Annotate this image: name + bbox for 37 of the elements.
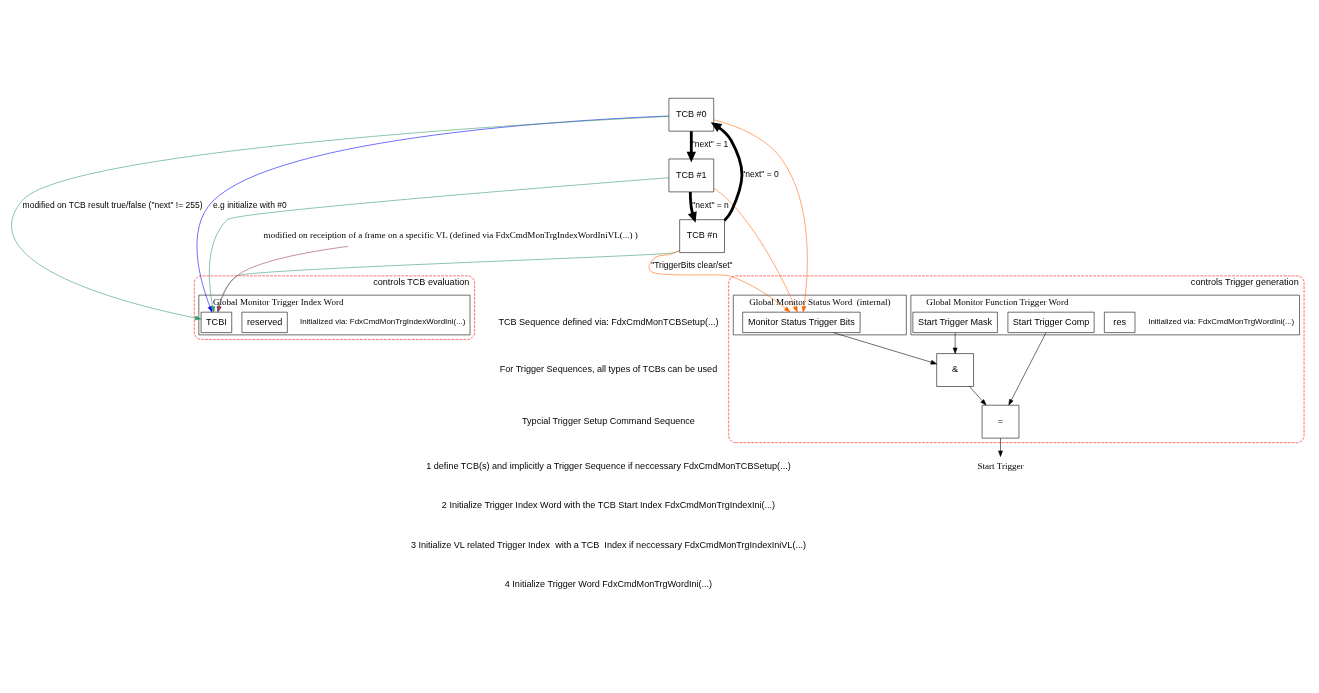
label: For Trigger Sequences, all types of TCBs can be used [499,364,717,375]
arrow [648,249,790,313]
arrow [687,191,697,223]
edge-label: "next" = n [691,199,729,210]
edge-label: modified on TCB result true/false ("next" != 255) [22,199,203,210]
node-box: Start Trigger Comp [1007,311,1094,333]
node-box: TCB #n [678,219,725,253]
edge-label: "next" = 0 [741,169,779,180]
label: 4 Initialize Trigger Word FdxCmdMonTrgWordIni(...) [504,578,712,589]
label: TCB Sequence defined via: FdxCmdMonTCBSetup(...) [497,316,719,327]
node-text: modified on receiption of a frame on a specific VL (defined via FdxCmdMonTrgIndexWordIniVL(...) ) [263,230,638,241]
arrow [710,122,743,222]
arrow [713,119,808,313]
label: 1 define TCB(s) and implicitly a Trigger Sequence if neccessary FdxCmdMonTCBSetup(...) [425,461,791,472]
arrow [686,131,696,163]
node-box: TCB #0 [668,98,714,132]
node-box: TCBI [200,311,232,333]
node-box: Monitor Status Trigger Bits [741,311,860,333]
arrow [1008,332,1046,406]
arrow [997,437,1003,457]
node-box: reserved [241,311,288,333]
arrow [713,188,798,313]
arrow [832,332,937,365]
edge-label: "TriggerBits clear/set" [650,260,733,271]
node-box: res [1103,311,1135,333]
arrow [952,332,957,354]
arrow [968,386,986,406]
label: 2 Initialize Trigger Index Word with the TCB Start Index FdxCmdMonTrgIndexIni(...) [441,500,775,511]
label: 3 Initialize VL related Trigger Index with a TCB Index if neccessary FdxCmdMonTrgIndexIniVL(...) [410,539,806,550]
node-box: = [981,404,1019,439]
node-box: Start Trigger Mask [912,311,998,333]
node-box: & [935,353,974,387]
label: Typcial Trigger Setup Command Sequence [521,415,695,426]
arrow [11,116,669,321]
node-box: TCB #1 [668,158,714,193]
node-text: Start Trigger [976,461,1024,472]
edge-label: e.g initialize with #0 [212,199,287,210]
